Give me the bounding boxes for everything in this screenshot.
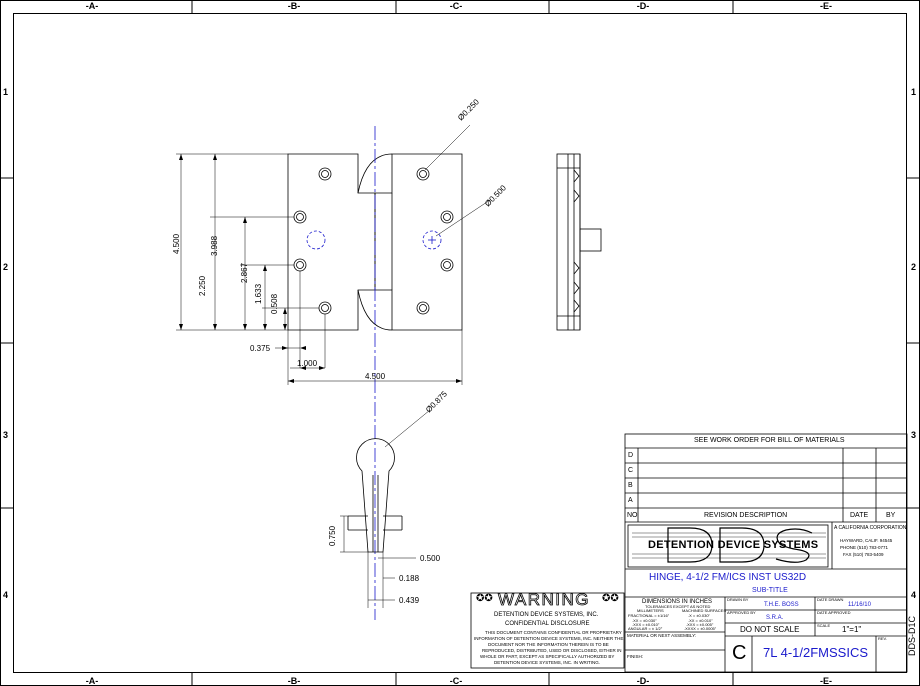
zone-col-d: -D- xyxy=(636,1,650,11)
tol-right-3: .XXX = ±0.005" xyxy=(686,622,714,627)
tolerance-label: TOLERANCES EXCEPT AS NOTED xyxy=(645,604,711,609)
scale-value: 1"=1" xyxy=(842,625,862,634)
material-label: MATERIAL OR NEXT ASSEMBLY: xyxy=(627,633,697,638)
dds-logo xyxy=(667,527,813,563)
drawn-by-value: T.H.E. BOSS xyxy=(764,602,799,608)
drawn-by-label: DRAWN BY xyxy=(727,597,749,602)
zone-row-1-right: 1 xyxy=(911,87,917,97)
dim-2250: 2.250 xyxy=(198,275,207,296)
dim-0750: 0.750 xyxy=(328,525,337,546)
zone-col-d-bottom: -D- xyxy=(636,676,650,686)
zone-col-b: -B- xyxy=(287,1,301,11)
dims-label: DIMENSIONS IN INCHES xyxy=(642,599,713,605)
date-drawn-label: DATE DRAWN xyxy=(817,597,844,602)
zone-row-4-right: 4 xyxy=(911,590,917,600)
company-fax: FAX (510) 783-5409 xyxy=(843,552,884,557)
side-drawing-code: DDS-D1C xyxy=(907,615,917,656)
scale-label: SCALE xyxy=(817,623,831,628)
tol-left-4: ANGULAR = ± 1/2° xyxy=(628,626,663,631)
rev-col-no: NO xyxy=(627,512,638,519)
zone-col-c: -C- xyxy=(449,1,463,11)
tol-right-4: .XXXX = ±0.0005" xyxy=(684,626,717,631)
company-phone: PHONE (510) 783-0771 xyxy=(840,545,889,550)
tol-left-2: .XX = ±0.030" xyxy=(632,618,657,623)
warning-body-5: WHOLE OR PART, EXCEPT AS SPECIFICALLY AU… xyxy=(480,654,615,659)
bom-header: SEE WORK ORDER FOR BILL OF MATERIALS xyxy=(694,437,845,444)
warning-body-4: REPRODUCED, DISTRIBUTED, USED OR DISCLOS… xyxy=(482,648,622,653)
date-approved-label: DATE APPROVED xyxy=(817,610,851,615)
dim-1633: 1.633 xyxy=(254,283,263,304)
warning-body-1: THIS DOCUMENT CONTAINS CONFIDENTIAL OR P… xyxy=(485,630,622,635)
rev-row-a: A xyxy=(628,497,633,504)
company-tagline: A CALIFORNIA CORPORATION xyxy=(834,525,907,531)
zone-col-e: -E- xyxy=(820,1,832,11)
zone-col-c-bottom: -C- xyxy=(449,676,463,686)
tol-right-1: .X = ±0.030" xyxy=(688,613,710,618)
tol-left-3: .XXX = ±0.010" xyxy=(632,622,660,627)
dim-2867: 2.867 xyxy=(240,262,249,283)
rev-row-d: D xyxy=(628,452,634,459)
dim-0500: 0.500 xyxy=(420,554,441,563)
drawing-title: HINGE, 4-1/2 FM/ICS INST US32D xyxy=(649,572,807,583)
tol-right-2: .XX = ±0.010" xyxy=(688,618,713,623)
dim-0375: 0.375 xyxy=(250,344,271,353)
dim-3988: 3.988 xyxy=(210,235,219,256)
zone-row-3: 3 xyxy=(3,430,9,440)
machined-label: MACHINED SURFACES xyxy=(682,608,727,613)
tol-left-1: FRACTIONAL = ±1/16" xyxy=(628,613,670,618)
drawing-number: 7L 4-1/2FMSSICS xyxy=(763,645,869,660)
rev-col-by: BY xyxy=(886,512,896,519)
dim-0188: 0.188 xyxy=(399,574,420,583)
dim-0508: 0.508 xyxy=(270,293,279,314)
warning-body-3: DOCUMENT NOR THE INFORMATION THEREIN IS … xyxy=(488,642,609,647)
dim-1000: 1.000 xyxy=(297,359,318,368)
dim-overall-width: 4.500 xyxy=(365,372,386,381)
company-name: DETENTION DEVICE SYSTEMS xyxy=(648,539,819,551)
zone-row-4: 4 xyxy=(3,590,9,600)
warning-body-2: INFORMATION OF DETENTION DEVICE SYSTEMS,… xyxy=(474,636,624,641)
hinge-side-view xyxy=(556,153,602,331)
drawing-subtitle: SUB-TITLE xyxy=(752,587,788,594)
zone-col-e-bottom: -E- xyxy=(820,676,832,686)
zone-row-1: 1 xyxy=(3,87,9,97)
zone-row-3-right: 3 xyxy=(911,430,917,440)
rev-row-b: B xyxy=(628,482,633,489)
zone-col-a-bottom: -A- xyxy=(85,676,99,686)
zone-col-a: -A- xyxy=(85,1,99,11)
knuckle-view xyxy=(347,438,403,553)
zone-col-b-bottom: -B- xyxy=(287,676,301,686)
approved-by-value: S.R.A. xyxy=(766,615,784,621)
finish-label: FINISH: xyxy=(627,654,644,659)
dim-overall-height: 4.500 xyxy=(172,233,181,254)
warning-body-6: DETENTION DEVICE SYSTEMS, INC. IN WRITIN… xyxy=(494,660,601,665)
sheet-size: C xyxy=(732,642,747,664)
warning-icons-right: ✪✪ xyxy=(602,593,619,604)
company-address: HAYWARD, CALIF. 94545 xyxy=(840,538,893,543)
rev-label: REV. xyxy=(878,636,887,641)
rev-col-description: REVISION DESCRIPTION xyxy=(704,512,788,519)
warning-heading: WARNING xyxy=(498,590,591,609)
zone-row-2: 2 xyxy=(3,262,9,272)
warning-icons-left: ✪✪ xyxy=(476,593,493,604)
zone-row-2-right: 2 xyxy=(911,262,917,272)
rev-row-c: C xyxy=(628,467,634,474)
approved-by-label: APPROVED BY xyxy=(727,610,756,615)
dim-0439: 0.439 xyxy=(399,596,420,605)
millimeters-label: MILLIMETERS xyxy=(637,608,664,613)
do-not-scale: DO NOT SCALE xyxy=(740,625,800,634)
rev-col-date: DATE xyxy=(850,512,869,519)
warning-disclosure: CONFIDENTIAL DISCLOSURE xyxy=(505,621,590,627)
date-drawn-value: 11/16/10 xyxy=(848,602,871,608)
warning-company: DETENTION DEVICE SYSTEMS, INC. xyxy=(494,612,599,618)
